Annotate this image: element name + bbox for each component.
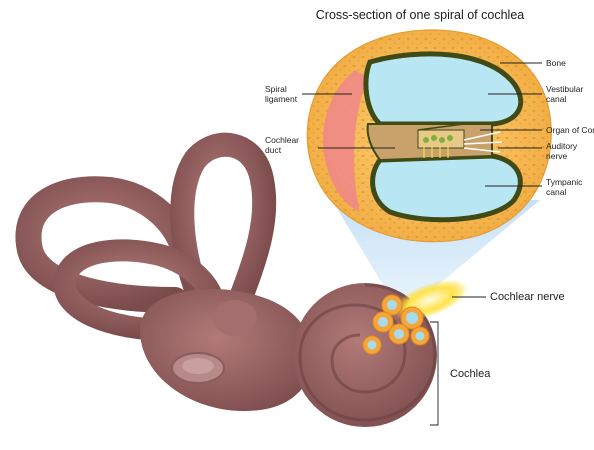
label-vestibular-line1: Vestibular (546, 84, 583, 94)
ampulla (213, 300, 257, 336)
cross-section (307, 30, 551, 242)
label-duct-line2: duct (265, 145, 299, 155)
label-tympanic-line2: canal (546, 187, 582, 197)
label-spiral-ligament: Spiral ligament (265, 84, 297, 104)
label-cochlea: Cochlea (450, 368, 490, 381)
label-tympanic-line1: Tympanic (546, 177, 582, 187)
label-tympanic-canal: Tympanic canal (546, 177, 582, 197)
oval-window-inner (182, 358, 214, 374)
label-auditory-line2: nerve (546, 151, 577, 161)
label-auditory-nerve: Auditory nerve (546, 141, 577, 161)
diagram-title: Cross-section of one spiral of cochlea (300, 8, 540, 22)
label-organ-of-corti: Organ of Cor (546, 125, 594, 135)
label-cochlear-duct: Cochlear duct (265, 135, 299, 155)
label-cochlear-nerve: Cochlear nerve (490, 291, 565, 304)
label-spiral-line1: Spiral (265, 84, 297, 94)
tympanic-canal (373, 156, 521, 220)
label-auditory-line1: Auditory (546, 141, 577, 151)
label-duct-line1: Cochlear (265, 135, 299, 145)
label-spiral-line2: ligament (265, 94, 297, 104)
label-vestibular-canal: Vestibular canal (546, 84, 583, 104)
label-bone: Bone (546, 58, 566, 68)
label-vestibular-line2: canal (546, 94, 583, 104)
